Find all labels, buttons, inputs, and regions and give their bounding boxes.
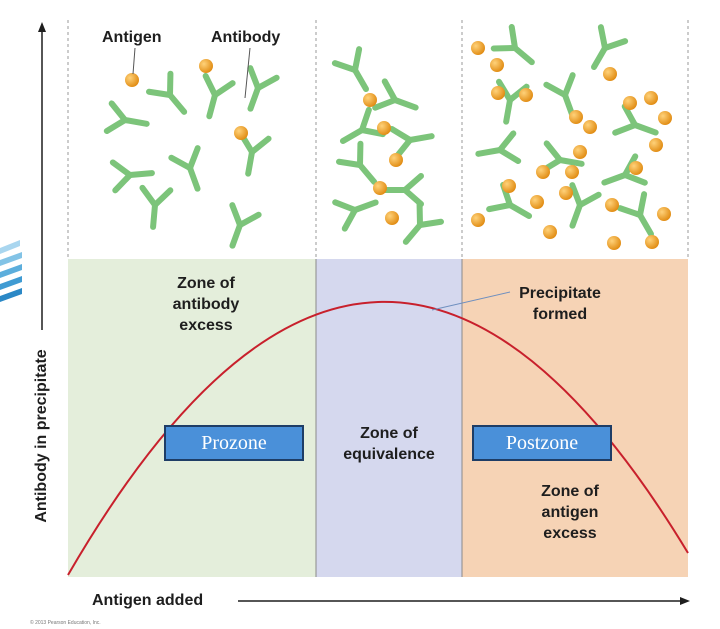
precipitate-leader (431, 291, 511, 311)
zone-dividers (67, 20, 689, 259)
zone-antibody-excess-label: Zone of antibody excess (172, 275, 240, 334)
antigen-label: Antigen (102, 29, 162, 46)
edge-stripes-decor (0, 240, 22, 302)
x-axis (238, 597, 690, 605)
copyright-text: © 2013 Pearson Education, Inc. (30, 620, 101, 626)
antibody-leader (244, 47, 251, 99)
antibody-excess-molecules (107, 59, 277, 250)
postzone-box: Postzone (472, 425, 612, 461)
zone-equivalence-bg (316, 259, 462, 577)
x-axis-label: Antigen added (92, 592, 204, 609)
zone-antigen-excess-bg (462, 259, 688, 577)
equivalence-molecules (335, 49, 441, 251)
antigen-excess-molecules (471, 27, 672, 250)
antibody-label: Antibody (211, 29, 281, 46)
zone-antibody-excess-bg (68, 259, 316, 577)
zone-equivalence-label: Zone of equivalence (343, 425, 435, 463)
y-axis-label: Antibody in precipitate (33, 349, 50, 523)
zone-antigen-excess-label: Zone of antigen excess (541, 483, 599, 542)
precipitate-formed-label: Precipitate formed (519, 285, 601, 323)
antigen-leader (132, 47, 136, 75)
y-axis (38, 22, 46, 330)
prozone-box: Prozone (164, 425, 304, 461)
